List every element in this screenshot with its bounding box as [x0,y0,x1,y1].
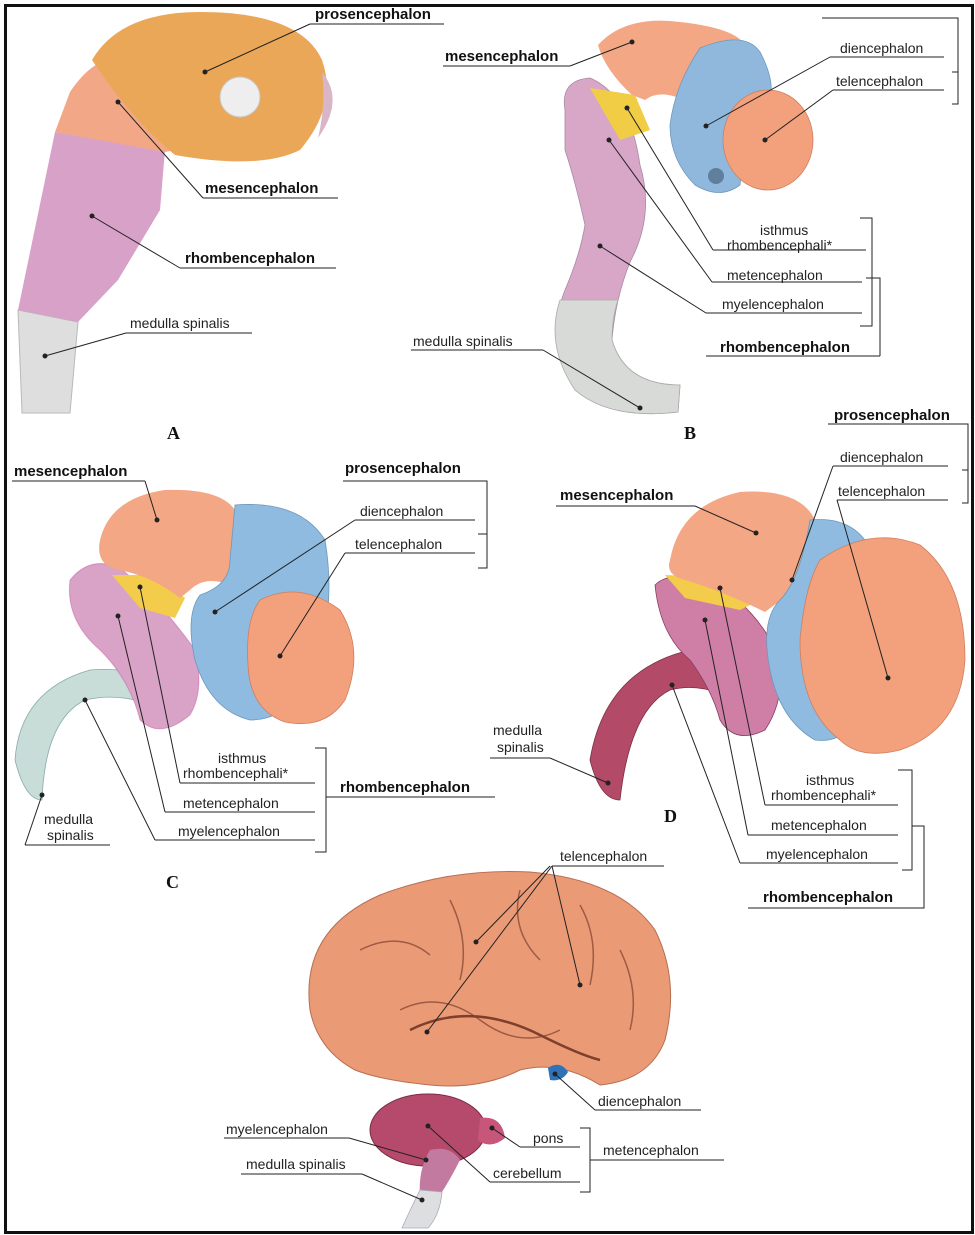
e-label-medulla-spinalis: medulla spinalis [246,1156,346,1172]
panel-d-letter: D [664,806,677,826]
b-label-isthmus-2: rhombencephali* [727,237,833,253]
b-label-diencephalon: diencephalon [840,40,923,56]
panel-b: mesencephalon diencephalon telencephalon… [411,18,958,443]
e-label-metencephalon: metencephalon [603,1142,699,1158]
d-label-mesencephalon: mesencephalon [560,487,673,504]
d-label-rhombencephalon: rhombencephalon [763,889,893,906]
c-label-mesencephalon: mesencephalon [14,463,127,480]
panel-d-telencephalon [800,538,965,754]
panel-e-cerebrum [309,871,671,1086]
panel-b-eye-cup [708,168,724,184]
b-label-isthmus-1: isthmus [760,222,808,238]
d-label-isthmus-2: rhombencephali* [771,787,877,803]
c-label-diencephalon: diencephalon [360,503,443,519]
a-label-rhombencephalon: rhombencephalon [185,250,315,267]
c-label-prosencephalon: prosencephalon [345,460,461,477]
panel-b-letter: B [684,423,696,443]
d-label-myelencephalon: myelencephalon [766,846,868,862]
a-label-medulla-spinalis: medulla spinalis [130,315,230,331]
d-label-diencephalon: diencephalon [840,449,923,465]
panel-a-letter: A [167,423,180,443]
d-label-metencephalon: metencephalon [771,817,867,833]
panel-d: prosencephalon mesencephalon diencephalo… [490,407,968,908]
d-label-spinalis: spinalis [497,739,544,755]
c-label-myelencephalon: myelencephalon [178,823,280,839]
e-label-telencephalon: telencephalon [560,848,647,864]
panel-a-spinal-cord [18,310,78,413]
e-label-diencephalon: diencephalon [598,1093,681,1109]
c-label-rhombencephalon: rhombencephalon [340,779,470,796]
b-label-medulla-spinalis: medulla spinalis [413,333,513,349]
panel-a: prosencephalon mesencephalon rhombenceph… [18,6,444,443]
b-label-telencephalon: telencephalon [836,73,923,89]
panel-e: telencephalon diencephalon myelencephalo… [224,848,724,1228]
c-label-telencephalon: telencephalon [355,536,442,552]
c-label-spinalis: spinalis [47,827,94,843]
d-label-isthmus-1: isthmus [806,772,854,788]
c-label-isthmus-2: rhombencephali* [183,765,289,781]
c-label-medulla: medulla [44,811,93,827]
panel-b-spinal-cord [555,300,680,414]
panel-c-telencephalon [248,592,354,724]
d-label-prosencephalon: prosencephalon [834,407,950,424]
panel-e-spinal-cord [402,1190,442,1228]
d-label-telencephalon: telencephalon [838,483,925,499]
a-label-mesencephalon: mesencephalon [205,180,318,197]
c-label-isthmus-1: isthmus [218,750,266,766]
panel-e-pons [478,1118,505,1145]
e-label-myelencephalon: myelencephalon [226,1121,328,1137]
panel-b-telencephalon [723,90,813,190]
e-label-pons: pons [533,1130,563,1146]
b-label-mesencephalon: mesencephalon [445,48,558,65]
b-label-metencephalon: metencephalon [727,267,823,283]
d-label-medulla: medulla [493,722,542,738]
panel-c-letter: C [166,872,179,892]
a-label-prosencephalon: prosencephalon [315,6,431,23]
panel-c: mesencephalon prosencephalon diencephalo… [12,460,495,892]
panel-a-eye-vesicle [220,77,260,117]
b-label-rhombencephalon: rhombencephalon [720,339,850,356]
c-label-metencephalon: metencephalon [183,795,279,811]
e-label-cerebellum: cerebellum [493,1165,561,1181]
b-label-myelencephalon: myelencephalon [722,296,824,312]
panel-a-rhombencephalon [18,132,165,322]
